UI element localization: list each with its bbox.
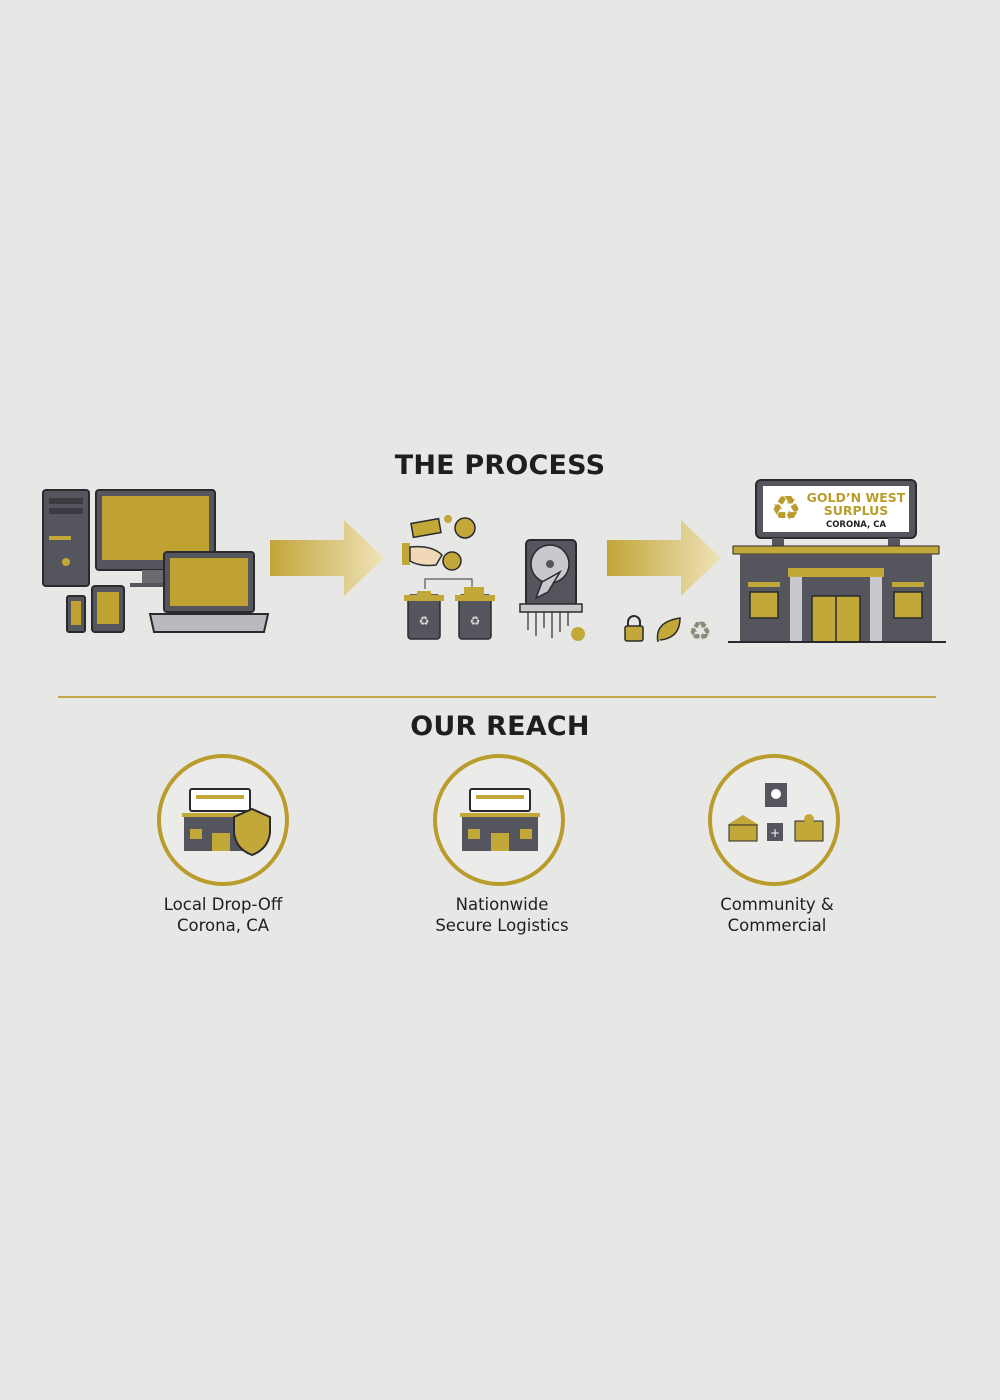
sorting-recycling-illustration: ♻♻ [402, 515, 495, 640]
reach-item-line1: Nationwide [455, 895, 549, 914]
store-sign-name-1: GOLD’N WEST [807, 490, 906, 505]
reach-item-line2: Secure Logistics [435, 916, 569, 935]
section-divider [58, 696, 936, 698]
reach-item-line1: Local Drop-Off [163, 895, 283, 914]
local-drop-off-icon [157, 754, 289, 886]
store-sign-location: CORONA, CA [826, 520, 887, 530]
recycle-icon: ♻ [688, 617, 711, 647]
devices-illustration [42, 489, 270, 633]
reach-item-line1: Community & [720, 895, 834, 914]
badges-lock-leaf-recycle: ♻ [624, 615, 712, 647]
reach-item-nationwide: Nationwide Secure Logistics [392, 894, 612, 936]
arrow-icon [270, 520, 384, 596]
lock-icon [624, 615, 644, 642]
process-title: THE PROCESS [394, 450, 606, 481]
reach-item-line2: Commercial [727, 916, 827, 935]
arrow-icon [607, 520, 721, 596]
svg-text:♻: ♻ [419, 614, 430, 628]
nationwide-logistics-icon [433, 754, 565, 886]
community-commercial-icon: + [708, 754, 840, 886]
svg-text:♻: ♻ [470, 614, 481, 628]
svg-text:+: + [770, 826, 780, 840]
reach-item-line2: Corona, CA [177, 916, 269, 935]
store-sign-name-2: SURPLUS [824, 503, 889, 518]
leaf-icon [656, 617, 681, 643]
svg-text:♻: ♻ [771, 489, 801, 529]
reach-item-community: Community & Commercial [667, 894, 887, 936]
facility-store-illustration: ♻ GOLD’N WEST SURPLUS CORONA, CA [728, 479, 946, 643]
svg-text:♻: ♻ [688, 617, 711, 647]
hard-drive-shredder-illustration [519, 539, 585, 641]
reach-title: OUR REACH [410, 711, 590, 742]
reach-item-local: Local Drop-Off Corona, CA [113, 894, 333, 936]
